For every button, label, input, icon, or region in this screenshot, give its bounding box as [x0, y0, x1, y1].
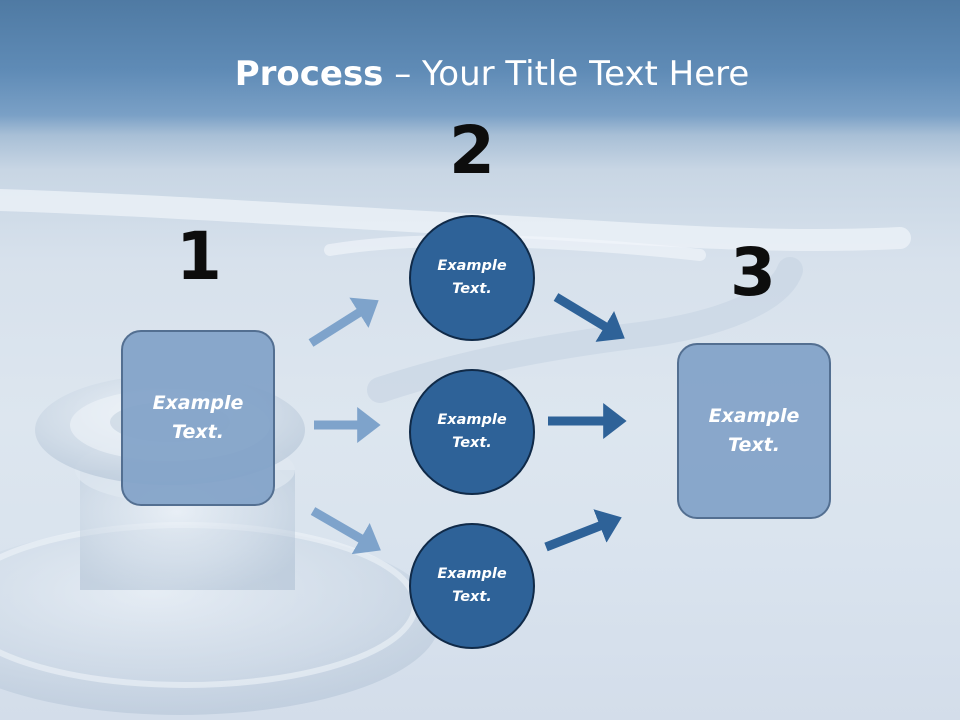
title-rest: – Your Title Text Here [383, 54, 750, 94]
step-1-label: Example Text. [152, 392, 244, 443]
step-2-circle-top: Example Text. [409, 215, 535, 341]
circle-middle-label: Example Text. [437, 412, 507, 451]
step-2-circle-middle: Example Text. [409, 369, 535, 495]
circle-bottom-label: Example Text. [437, 566, 507, 605]
step-3-label: Example Text. [708, 405, 800, 456]
circle-top-label: Example Text. [437, 258, 507, 297]
step-3-box: Example Text. [677, 343, 831, 519]
step-1-box: Example Text. [121, 330, 275, 506]
step-2-circle-bottom: Example Text. [409, 523, 535, 649]
step-number-1: 1 [176, 218, 222, 295]
slide-title: Process – Your Title Text Here [0, 52, 960, 96]
title-bold: Process [234, 54, 384, 94]
step-number-3: 3 [730, 234, 776, 311]
step-number-2: 2 [449, 112, 495, 189]
